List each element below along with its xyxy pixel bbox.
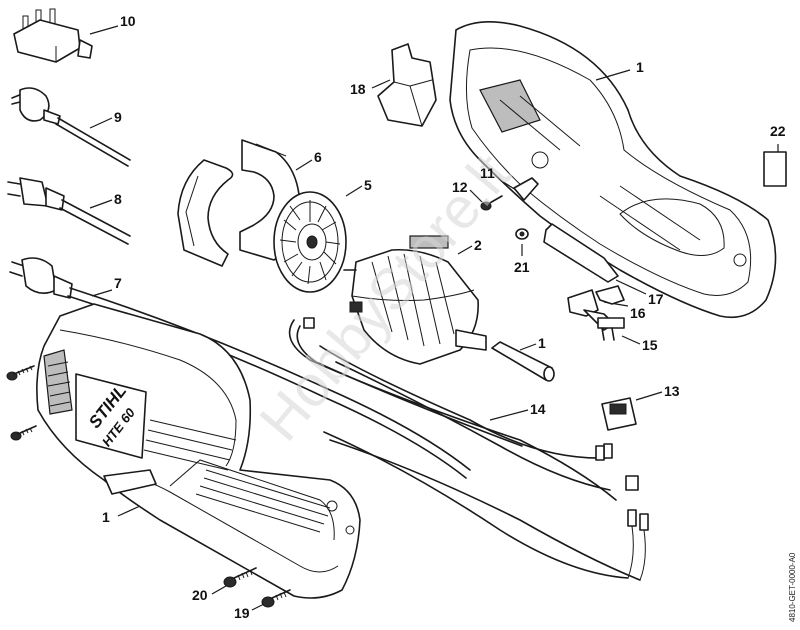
housing-screws-icon bbox=[6, 365, 37, 441]
screw-icon bbox=[469, 189, 503, 211]
callout-1-right: 1 bbox=[636, 59, 644, 75]
callout-6: 6 bbox=[314, 149, 322, 165]
callout-14: 14 bbox=[530, 401, 546, 417]
callout-9: 9 bbox=[114, 109, 122, 125]
callout-20: 20 bbox=[192, 587, 208, 603]
rocker-switch-icon bbox=[601, 391, 663, 431]
round-plug-cable-icon bbox=[11, 87, 131, 167]
cooling-fan-icon bbox=[273, 185, 363, 293]
callout-18: 18 bbox=[350, 81, 366, 97]
callout-21: 21 bbox=[514, 259, 530, 275]
electric-motor-icon bbox=[343, 235, 487, 365]
screw-19-icon bbox=[251, 589, 291, 611]
callout-1-left: 1 bbox=[102, 509, 110, 525]
drive-shaft-coupling-icon bbox=[491, 341, 555, 382]
uk-plug-icon bbox=[13, 8, 119, 63]
switch-lever-icon bbox=[543, 223, 647, 295]
callout-13: 13 bbox=[664, 383, 680, 399]
callout-5: 5 bbox=[364, 177, 372, 193]
clamp-part-icon bbox=[499, 177, 539, 201]
bracket-part-icon bbox=[371, 43, 437, 127]
switch-part-icon bbox=[595, 285, 641, 345]
washer-icon bbox=[515, 228, 529, 256]
housing-half-shell-right-icon bbox=[449, 21, 777, 319]
reference-code: 4810-GET-0000-A0 bbox=[788, 552, 797, 622]
screw-20-icon bbox=[211, 567, 257, 595]
housing-half-shell-left-icon bbox=[36, 303, 361, 599]
callout-10: 10 bbox=[120, 13, 136, 29]
callout-7: 7 bbox=[114, 275, 122, 291]
callout-19: 19 bbox=[234, 605, 250, 621]
air-baffle-part-icon bbox=[177, 159, 234, 267]
brand-logo-plate: STIHL HTE 60 bbox=[75, 373, 147, 459]
callout-16: 16 bbox=[630, 305, 646, 321]
callout-22: 22 bbox=[770, 123, 786, 139]
wiring-harness-icon bbox=[288, 317, 649, 581]
callout-12: 12 bbox=[452, 179, 468, 195]
callout-4: 1 bbox=[538, 335, 546, 351]
callout-15: 15 bbox=[642, 337, 658, 353]
label-sticker-icon bbox=[763, 144, 787, 187]
callout-2: 2 bbox=[474, 237, 482, 253]
euro-plug-cable-icon bbox=[7, 177, 131, 245]
callout-17: 17 bbox=[648, 291, 664, 307]
callout-11: 11 bbox=[480, 165, 495, 181]
callout-8: 8 bbox=[114, 191, 122, 207]
